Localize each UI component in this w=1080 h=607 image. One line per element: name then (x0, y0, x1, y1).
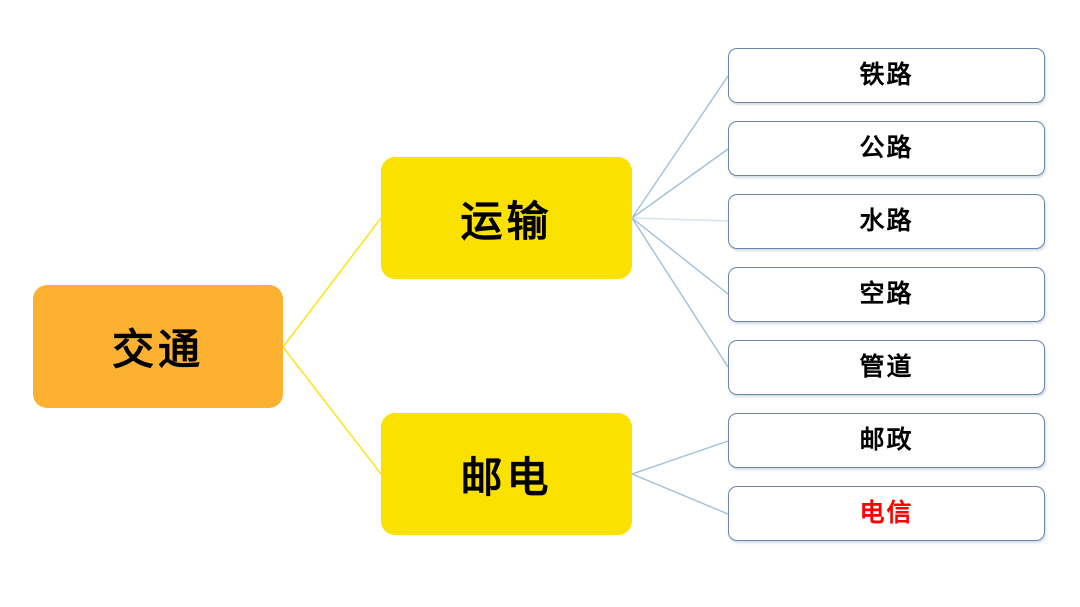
node-leaf-tielu[interactable]: 铁路 (728, 48, 1045, 103)
edge-branch-youdian-to-leaf-youzheng (631, 440, 729, 475)
node-leaf-gonglu[interactable]: 公路 (728, 121, 1045, 176)
edge-branch-yunshu-to-leaf-tielu (631, 75, 729, 219)
edge-branch-yunshu-to-leaf-konglu (631, 217, 729, 295)
node-branch-yunshu-label: 运输 (460, 196, 553, 246)
node-leaf-youzheng[interactable]: 邮政 (728, 413, 1045, 468)
edge-root-to-branch-yunshu (282, 217, 382, 348)
node-branch-youdian-label: 邮电 (460, 452, 553, 502)
node-leaf-konglu[interactable]: 空路 (728, 267, 1045, 322)
node-root-label: 交通 (111, 325, 204, 374)
node-branch-yunshu[interactable]: 运输 (381, 157, 632, 279)
node-leaf-konglu-label: 空路 (859, 279, 914, 308)
edge-branch-yunshu-to-leaf-shuilu (631, 217, 729, 222)
node-root-jiaotong[interactable]: 交通 (33, 285, 283, 408)
edge-branch-yunshu-to-leaf-guandao (631, 217, 729, 368)
node-branch-youdian[interactable]: 邮电 (381, 413, 632, 535)
edge-root-to-branch-youdian (282, 346, 382, 475)
node-leaf-dianxin[interactable]: 电信 (728, 486, 1045, 541)
node-leaf-dianxin-label: 电信 (859, 498, 914, 527)
node-leaf-gonglu-label: 公路 (859, 133, 914, 162)
node-leaf-guandao-label: 管道 (859, 352, 914, 381)
node-leaf-shuilu-label: 水路 (859, 206, 914, 235)
node-leaf-youzheng-label: 邮政 (859, 425, 914, 454)
node-leaf-shuilu[interactable]: 水路 (728, 194, 1045, 249)
node-leaf-tielu-label: 铁路 (859, 60, 914, 89)
node-leaf-guandao[interactable]: 管道 (728, 340, 1045, 395)
edge-branch-youdian-to-leaf-dianxin (631, 473, 729, 515)
edge-branch-yunshu-to-leaf-gonglu (631, 148, 729, 219)
